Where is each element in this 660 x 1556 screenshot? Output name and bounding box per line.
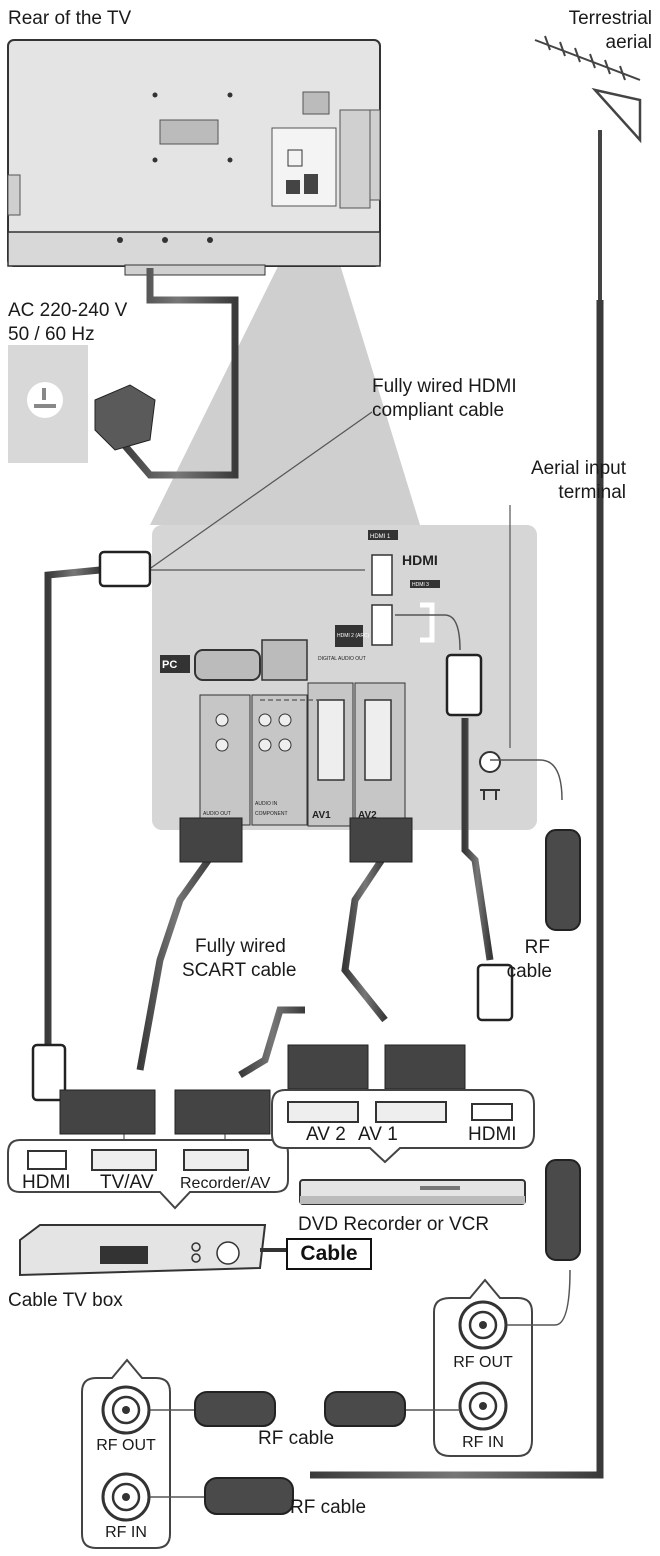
rf-cable-label-line1: RF bbox=[524, 937, 550, 958]
hdmi-cable-label-line2: compliant cable bbox=[372, 400, 505, 421]
dvd-recorder-label: DVD Recorder or VCR bbox=[298, 1214, 490, 1235]
power-cable bbox=[117, 268, 239, 479]
panel-hdmi-logo: HDMI bbox=[402, 552, 438, 568]
aerial-terminal-label-line2: terminal bbox=[558, 482, 626, 503]
rf-plug-dvd bbox=[545, 1159, 581, 1261]
scart-plug-box-tvav bbox=[59, 1089, 156, 1135]
rf-cable-bottom-label: RF cable bbox=[290, 1497, 367, 1518]
panel-av1-label: AV1 bbox=[312, 810, 331, 821]
hdmi-cable-dvd bbox=[461, 718, 494, 961]
panel-audio-in-label: AUDIO IN bbox=[255, 801, 278, 807]
power-plug bbox=[94, 384, 156, 451]
hdmi-cable-box bbox=[44, 566, 101, 1045]
aerial-terminal-label-line1: Aerial input bbox=[530, 458, 626, 479]
box-rf-out-label: RF OUT bbox=[96, 1437, 156, 1454]
panel-hdmi1-label: HDMI 1 bbox=[370, 534, 391, 540]
dvd-rf-in-jack bbox=[458, 1381, 508, 1431]
scart-plug-av1 bbox=[179, 817, 243, 863]
box-recorder-label: Recorder/AV bbox=[180, 1175, 271, 1192]
scart-cable-label-line1: Fully wired bbox=[195, 936, 286, 957]
dvd-recorder bbox=[299, 1179, 526, 1205]
rf-plug-bottom bbox=[204, 1477, 294, 1515]
box-rf-in-label: RF IN bbox=[105, 1524, 147, 1541]
box-hdmi-label: HDMI bbox=[22, 1172, 71, 1193]
cable-source-box: Cable bbox=[286, 1238, 372, 1270]
dvd-rf-out-label: RF OUT bbox=[453, 1354, 513, 1371]
hdmi-plug-panel bbox=[98, 550, 152, 588]
cable-source-label: Cable bbox=[300, 1242, 358, 1265]
box-tvav-label: TV/AV bbox=[100, 1172, 154, 1193]
panel-digital-audio-label: DIGITAL AUDIO OUT bbox=[318, 656, 366, 662]
box-rf-in-jack bbox=[101, 1472, 151, 1522]
projection-beam bbox=[150, 232, 420, 525]
panel-component-label: COMPONENT bbox=[255, 811, 288, 817]
scart-plug-box-recorder bbox=[174, 1089, 271, 1135]
dvd-hdmi-label: HDMI bbox=[468, 1124, 517, 1145]
rf-cable-label-line2: cable bbox=[506, 961, 552, 982]
ac-frequency-label: 50 / 60 Hz bbox=[8, 324, 95, 345]
panel-hdmi2-label: HDMI 2 (ARC) bbox=[337, 633, 370, 639]
dvd-rf-in-label: RF IN bbox=[462, 1434, 504, 1451]
rf-cable-aerial bbox=[310, 300, 604, 1479]
tv-rear bbox=[7, 39, 381, 276]
scart-cable-label-line2: SCART cable bbox=[182, 960, 297, 981]
terminal-panel bbox=[152, 525, 537, 830]
rear-tv-label: Rear of the TV bbox=[8, 8, 132, 29]
rf-plug-mid-right bbox=[324, 1391, 406, 1427]
ac-voltage-label: AC 220-240 V bbox=[8, 300, 128, 321]
panel-hdmi3-label: HDMI 3 bbox=[412, 582, 429, 588]
rf-plug-mid-left bbox=[194, 1391, 276, 1427]
box-rf-out-jack bbox=[101, 1385, 151, 1435]
aerial-label-line1: Terrestrial bbox=[568, 8, 652, 29]
rf-cable-middle-label: RF cable bbox=[258, 1428, 335, 1449]
scart-plug-av2 bbox=[349, 817, 413, 863]
cable-tv-box bbox=[19, 1224, 286, 1277]
aerial-label-line2: aerial bbox=[605, 32, 652, 53]
dvd-rf-out-jack bbox=[458, 1300, 508, 1350]
dvd-av2-label: AV 2 bbox=[306, 1124, 346, 1145]
scart-cable-av2 bbox=[341, 853, 388, 1023]
panel-pc-label: PC bbox=[162, 659, 177, 671]
cable-tv-box-label: Cable TV box bbox=[8, 1290, 123, 1311]
scart-plug-dvd-av2 bbox=[287, 1044, 369, 1090]
dvd-av1-label: AV 1 bbox=[358, 1124, 398, 1145]
scart-cable-recorder bbox=[238, 1006, 305, 1079]
hdmi-plug-box bbox=[31, 1043, 67, 1102]
scart-plug-dvd-av1 bbox=[384, 1044, 466, 1090]
panel-audio-out-label: AUDIO OUT bbox=[203, 811, 231, 817]
hdmi-cable-label-line1: Fully wired HDMI bbox=[372, 376, 517, 397]
terrestrial-aerial bbox=[534, 35, 642, 300]
rf-plug-tv bbox=[545, 829, 581, 931]
dvd-rf-callout bbox=[433, 1278, 533, 1457]
hdmi-plug-dvd-side bbox=[476, 963, 514, 1022]
panel-av2-label: AV2 bbox=[358, 810, 377, 821]
hdmi-plug-tv-side bbox=[445, 653, 483, 717]
scart-cable-av1 bbox=[136, 852, 215, 1071]
